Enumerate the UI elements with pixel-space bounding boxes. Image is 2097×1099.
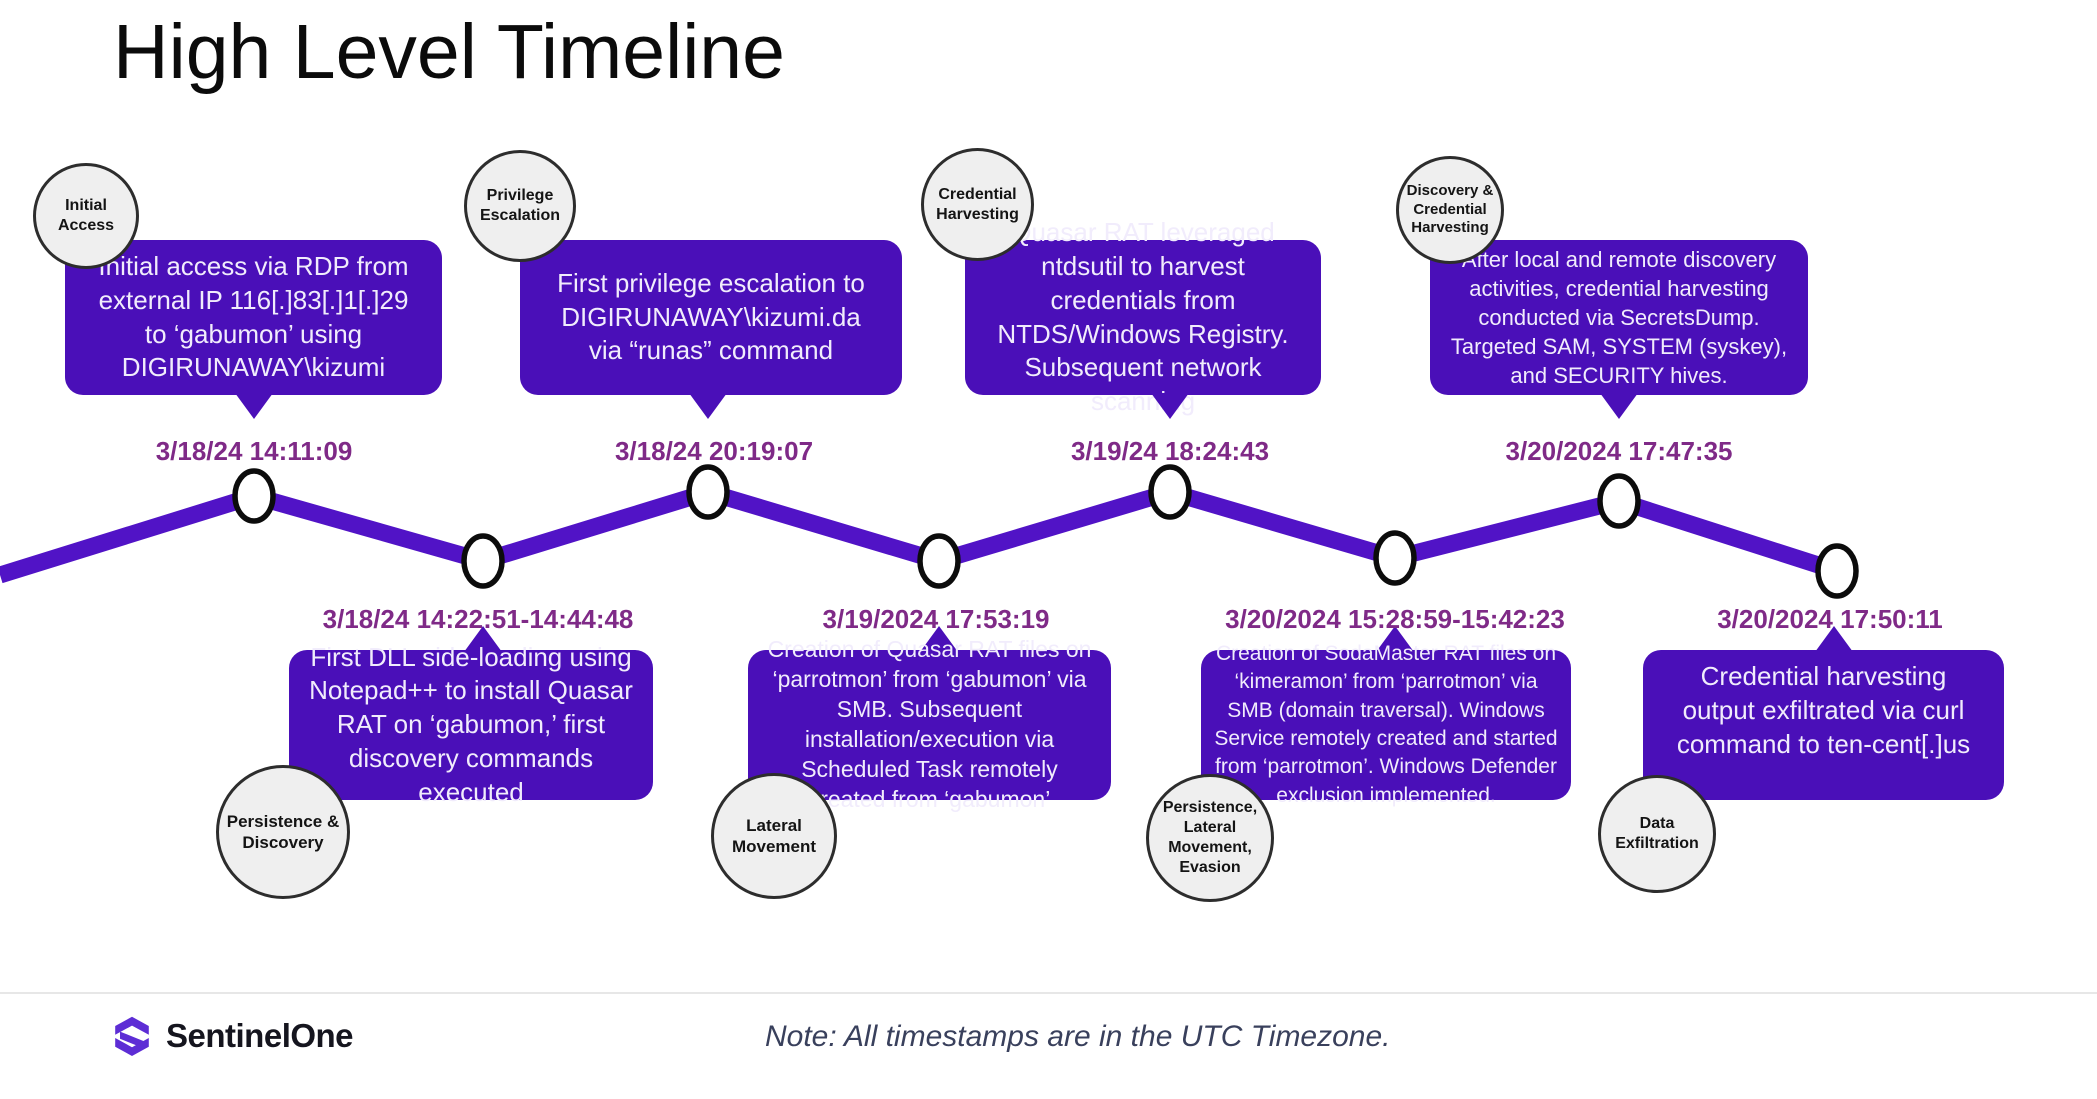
event-timestamp: 3/19/24 18:24:43 <box>1070 436 1270 466</box>
timeline-node <box>1373 530 1417 586</box>
phase-circle: Credential Harvesting <box>921 148 1034 261</box>
event-description: First DLL side-loading using Notepad++ t… <box>309 641 633 807</box>
event-card-pointer <box>1151 393 1189 419</box>
phase-label: Initial Access <box>57 197 115 234</box>
event-timestamp: 3/18/24 14:22:51-14:44:48 <box>322 604 634 634</box>
phase-circle: Discovery & Credential Harvesting <box>1396 156 1504 264</box>
timeline-node <box>917 533 961 589</box>
event-timestamp: 3/20/2024 17:47:35 <box>1505 436 1733 466</box>
phase-label: Persistence & Discovery <box>226 811 340 852</box>
phase-label: Data Exfiltration <box>1615 815 1699 852</box>
event-description: Initial access via RDP from external IP … <box>98 250 409 383</box>
event-card: First privilege escalation to DIGIRUNAWA… <box>520 240 902 395</box>
event-card: After local and remote discovery activit… <box>1430 240 1808 395</box>
sentinelone-s-icon <box>115 1016 149 1056</box>
event-card-pointer <box>235 393 273 419</box>
page-title: High Level Timeline <box>113 9 785 95</box>
phase-circle: Lateral Movement <box>711 773 837 899</box>
event-description: Quasar RAT leveraged ntdsutil to harvest… <box>997 217 1289 417</box>
footer-divider <box>0 992 2097 994</box>
event-card-pointer <box>1376 626 1414 652</box>
timeline-node <box>1148 464 1192 520</box>
event-description: First privilege escalation to DIGIRUNAWA… <box>557 267 865 366</box>
phase-circle: Data Exfiltration <box>1598 775 1716 893</box>
phase-label: Discovery & Credential Harvesting <box>1406 181 1494 237</box>
phase-circle: Privilege Escalation <box>464 150 576 262</box>
timeline-node <box>1597 473 1641 529</box>
timezone-note: Note: All timestamps are in the UTC Time… <box>765 1020 1391 1053</box>
brand-logo: SentinelOne <box>112 1014 354 1058</box>
event-timestamp: 3/20/2024 17:50:11 <box>1717 604 1943 634</box>
event-card: Quasar RAT leveraged ntdsutil to harvest… <box>965 217 1321 416</box>
phase-circle: Persistence, Lateral Movement, Evasion <box>1146 774 1274 902</box>
timeline-node <box>686 464 730 520</box>
event-card-pointer <box>689 393 727 419</box>
event-card-pointer <box>464 626 502 652</box>
event-card: First DLL side-loading using Notepad++ t… <box>289 642 653 807</box>
timeline-node <box>1815 543 1859 599</box>
phase-label: Privilege Escalation <box>479 187 561 224</box>
phase-label: Persistence, Lateral Movement, Evasion <box>1162 799 1258 876</box>
event-card: Credential harvesting output exfiltrated… <box>1643 650 2004 800</box>
phase-label: Lateral Movement <box>731 815 817 856</box>
phase-circle: Initial Access <box>33 163 139 269</box>
event-description: Creation of SodaMaster RAT files on ‘kim… <box>1214 641 1558 807</box>
brand-name: SentinelOne <box>166 1017 354 1054</box>
event-card-pointer <box>1815 626 1853 652</box>
event-timestamp: 3/18/24 20:19:07 <box>614 436 814 466</box>
phase-label: Credential Harvesting <box>936 185 1019 223</box>
phase-circle: Persistence & Discovery <box>216 765 350 899</box>
event-timestamp: 3/19/2024 17:53:19 <box>822 604 1050 634</box>
timeline-node <box>461 533 505 589</box>
event-card-pointer <box>920 626 958 652</box>
event-card-pointer <box>1600 393 1638 419</box>
event-description: After local and remote discovery activit… <box>1450 246 1788 389</box>
event-card: Creation of SodaMaster RAT files on ‘kim… <box>1201 642 1571 807</box>
event-description: Creation of Quasar RAT files on ‘parrotm… <box>767 636 1092 812</box>
event-description: Credential harvesting output exfiltrated… <box>1676 661 1971 759</box>
event-card: Creation of Quasar RAT files on ‘parrotm… <box>748 636 1111 812</box>
event-card: Initial access via RDP from external IP … <box>65 240 442 395</box>
timeline-node <box>232 468 276 524</box>
event-timestamp: 3/20/2024 15:28:59-15:42:23 <box>1225 604 1565 634</box>
event-timestamp: 3/18/24 14:11:09 <box>155 436 353 466</box>
